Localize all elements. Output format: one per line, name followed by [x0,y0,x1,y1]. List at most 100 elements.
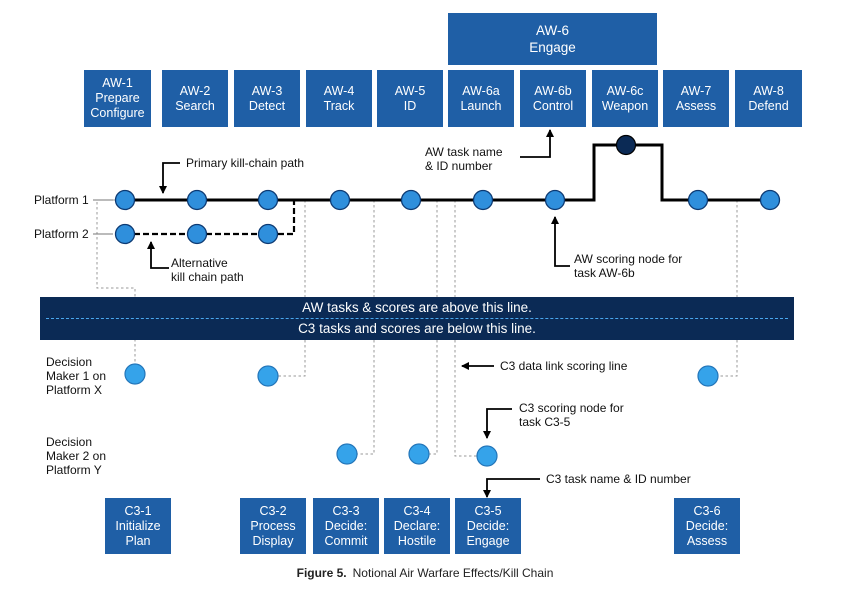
c3-task-id: C3-6 [693,503,721,518]
aw-task-id: AW-7 [680,83,712,98]
aw-task-aw-4: AW-4 Track [306,70,372,127]
aw-2-node [186,189,208,211]
dm2-line: Platform Y [46,463,102,477]
aw-task-line: Prepare [95,91,140,105]
c3-task-id: C3-4 [403,503,431,518]
c3-task-line: Decide: [466,518,510,533]
c3-3-node [336,443,358,465]
dm2-line: Decision [46,435,93,449]
aw-task-name-line: & ID number [425,159,493,173]
alt-path-line: kill chain path [171,270,244,284]
c3-data-link-label: C3 data link scoring line [500,359,628,373]
c3-task-name-label: C3 task name & ID number [546,472,691,486]
c3-task-line: Commit [324,533,368,548]
aw-task-line: Control [532,98,574,113]
aw-task-line: Detect [248,98,286,113]
aw-task-aw-6c: AW-6c Weapon [592,70,658,127]
dm2-line: Maker 2 on [46,449,107,463]
data-link-line-c3-1 [96,199,136,374]
c3-task-line: Display [252,533,294,548]
divider-dashed-line [46,318,788,319]
aw-task-id: AW-6c [606,83,644,98]
aw-6-id: AW-6 [535,23,569,38]
aw-task-line: ID [403,98,417,113]
aw-task-line: Defend [748,98,789,113]
aw-6c-node [615,134,637,156]
aw-scoring-node-line: task AW-6b [574,266,635,280]
c3-task-line: Assess [686,533,728,548]
c3-task-line: Declare: [393,518,441,533]
platform-2-label: Platform 2 [34,227,89,241]
c3-2-node [257,365,279,387]
data-link-line-c3-2 [268,200,306,377]
aw-task-name-label: AW task name & ID number [425,145,503,173]
aw-task-line: Search [175,98,215,113]
decision-maker-1-label: Decision Maker 1 on Platform X [46,355,106,397]
aw-task-aw-7: AW-7 Assess [663,70,729,127]
c3-task-c3-4: C3-4 Declare: Hostile [384,498,450,554]
platform-2-aw-3-node [257,223,279,245]
arrow-c3-task-name [483,478,540,498]
aw-7-node [687,189,709,211]
c3-scoring-node-line: C3 scoring node for [519,401,624,415]
c3-divider-text: C3 tasks and scores are below this line. [40,318,794,340]
aw-task-aw-1: AW-1 Prepare Configure [84,70,151,127]
platform-1-label: Platform 1 [34,193,89,207]
aw-1-node [114,189,136,211]
c3-task-line: Decide: [685,518,729,533]
figure-caption: Figure 5. Notional Air Warfare Effects/Ki… [0,566,850,580]
dm1-line: Decision [46,355,93,369]
figure-number: Figure 5. [296,566,347,580]
arrow-alt-path [147,241,169,269]
aw-scoring-node-label: AW scoring node for task AW-6b [574,252,682,280]
aw-6-engage-box: AW-6 Engage [448,13,657,65]
aw-task-id: AW-4 [323,83,355,98]
c3-scoring-node-line: task C3-5 [519,415,571,429]
c3-task-c3-6: C3-6 Decide: Assess [674,498,740,554]
data-link-line-c3-6 [708,200,738,377]
aw-divider-text: AW tasks & scores are above this line. [40,297,794,318]
arrow-c3-scoring-node [483,408,512,439]
c3-1-node [124,363,146,385]
c3-task-line: Plan [125,533,151,548]
aw-task-id: AW-2 [179,83,211,98]
c3-task-id: C3-1 [124,503,152,518]
c3-task-id: C3-5 [474,503,502,518]
alt-path-label: Alternative kill chain path [171,256,244,284]
aw-task-line: Assess [675,98,717,113]
arrow-aw-task-name [520,129,554,158]
aw-task-id: AW-6b [534,83,572,98]
aw-task-id: AW-6a [462,83,500,98]
aw-task-line: Weapon [601,98,649,113]
c3-6-node [697,365,719,387]
c3-task-line: Engage [466,533,510,548]
decision-maker-2-label: Decision Maker 2 on Platform Y [46,435,106,477]
c3-task-c3-1: C3-1 Initialize Plan [105,498,171,554]
aw-6-name: Engage [529,40,576,55]
data-link-line-c3-5 [454,200,487,457]
platform-2-aw-2-node [186,223,208,245]
alternative-kill-chain-path [125,200,296,236]
aw-6b-node [544,189,566,211]
arrow-primary-path [159,162,180,194]
c3-task-id: C3-3 [332,503,360,518]
c3-scoring-node-label: C3 scoring node for task C3-5 [519,401,624,429]
aw-3-node [257,189,279,211]
figure-caption-text: Notional Air Warfare Effects/Kill Chain [352,566,554,580]
aw-4-node [329,189,351,211]
aw-task-id: AW-5 [394,83,426,98]
alt-path-line: Alternative [171,256,228,270]
aw-scoring-node-line: AW scoring node for [574,252,683,266]
c3-task-c3-3: C3-3 Decide: Commit [313,498,379,554]
platform-2-aw-1-node [114,223,136,245]
c3-task-line: Decide: [324,518,368,533]
primary-path-label: Primary kill-chain path [186,156,305,170]
aw-task-line: Track [323,98,355,113]
dm1-line: Platform X [46,383,103,397]
aw-task-id: AW-8 [753,83,784,98]
aw-task-line: Configure [90,106,145,120]
c3-5-node [476,445,498,467]
aw-5-node [400,189,422,211]
c3-task-c3-5: C3-5 Decide: Engage [455,498,521,554]
